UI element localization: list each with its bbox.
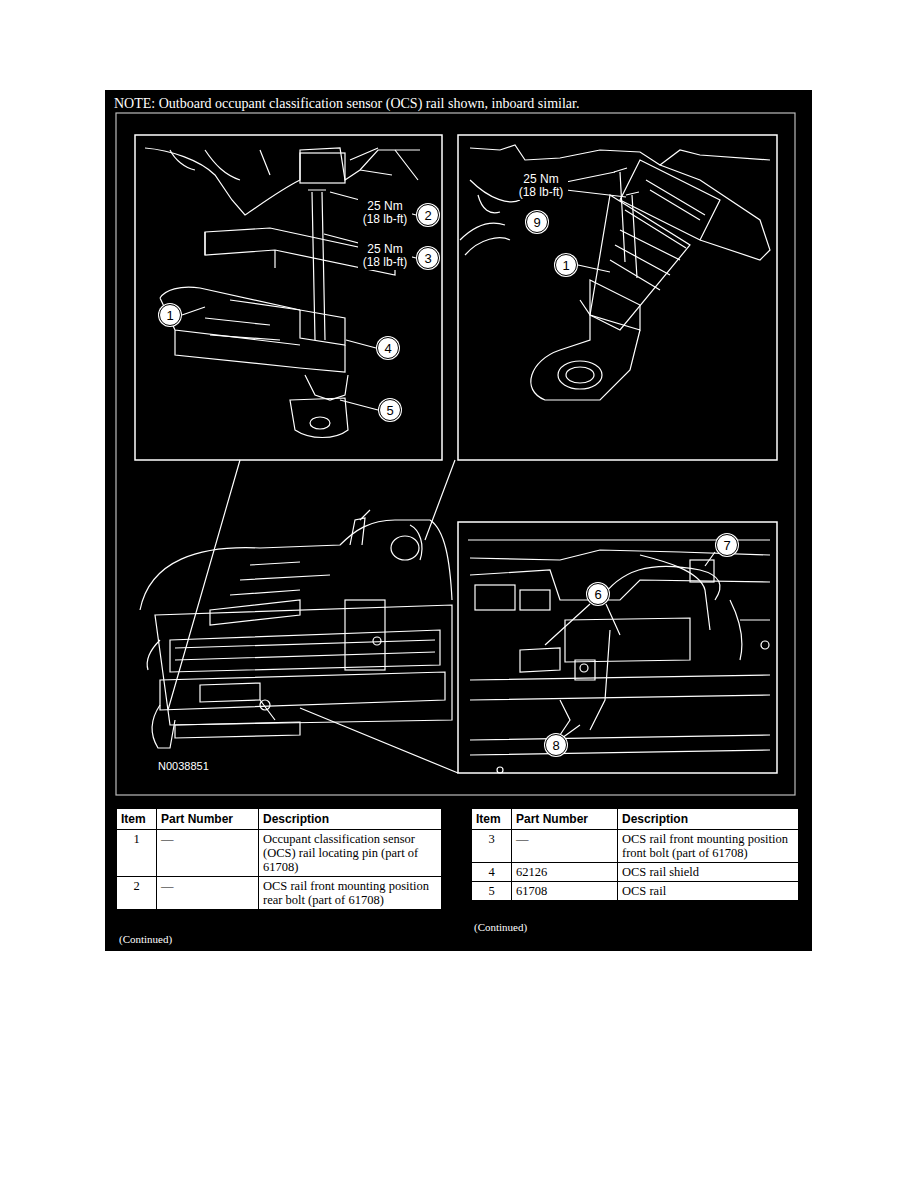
cell-text: 62126: [516, 865, 547, 879]
callout-number: 2: [417, 204, 439, 226]
cell-text: 61708: [516, 884, 547, 898]
callout-number: 6: [587, 583, 609, 605]
callout-number: 4: [377, 337, 399, 359]
table-header: Item: [472, 809, 512, 830]
callout-number: 3: [417, 247, 439, 269]
table-cell: 4: [472, 863, 512, 882]
cell-text: 2: [133, 879, 139, 893]
torque-spec: 25 Nm (18 lb-ft): [358, 242, 412, 270]
note-text: NOTE: Outboard occupant classification s…: [114, 96, 579, 112]
callout-number: 7: [716, 534, 738, 556]
table-cell: OCS rail front mounting position front b…: [618, 830, 799, 863]
cell-text: OCS rail: [622, 884, 666, 898]
header-text: Item: [476, 812, 501, 826]
table-cell: —: [512, 830, 618, 863]
table-cell: OCS rail: [618, 882, 799, 901]
header-text: Part Number: [516, 812, 588, 826]
callout-number: 1: [555, 254, 577, 276]
figure-code: N0038851: [158, 760, 209, 772]
table-cell: 62126: [512, 863, 618, 882]
table-cell: 61708: [512, 882, 618, 901]
table-header: Description: [259, 809, 442, 830]
cell-text: 1: [133, 832, 139, 846]
cell-text: Occupant classification sensor (OCS) rai…: [263, 832, 418, 874]
table-header: Part Number: [157, 809, 259, 830]
callout-number: 1: [159, 304, 181, 326]
table-header: Item: [117, 809, 157, 830]
continued-note: (Continued): [119, 933, 172, 945]
torque-spec: 25 Nm (18 lb-ft): [514, 172, 568, 200]
cell-text: —: [161, 832, 174, 846]
table-cell: Occupant classification sensor (OCS) rai…: [259, 830, 442, 877]
cell-text: OCS rail shield: [622, 865, 699, 879]
cell-text: 5: [488, 884, 494, 898]
table-header: Part Number: [512, 809, 618, 830]
header-text: Part Number: [161, 812, 233, 826]
cell-text: OCS rail front mounting position rear bo…: [263, 879, 429, 907]
callout-number: 5: [379, 399, 401, 421]
cell-text: —: [161, 879, 174, 893]
table-cell: OCS rail front mounting position rear bo…: [259, 877, 442, 910]
header-text: Description: [263, 812, 329, 826]
table-cell: OCS rail shield: [618, 863, 799, 882]
continued-note: (Continued): [474, 921, 527, 933]
callout-number: 9: [526, 211, 548, 233]
cell-text: OCS rail front mounting position front b…: [622, 832, 788, 860]
cell-text: —: [516, 832, 529, 846]
cell-text: 3: [488, 832, 494, 846]
table-cell: —: [157, 830, 259, 877]
table-cell: 2: [117, 877, 157, 910]
cell-text: 4: [488, 865, 494, 879]
table-cell: 5: [472, 882, 512, 901]
table-cell: 1: [117, 830, 157, 877]
table-cell: —: [157, 877, 259, 910]
table-header: Description: [618, 809, 799, 830]
callout-number: 8: [545, 734, 567, 756]
torque-spec: 25 Nm (18 lb-ft): [358, 199, 412, 227]
table-cell: 3: [472, 830, 512, 863]
header-text: Description: [622, 812, 688, 826]
parts-table: Item Part Number Description 3 — OCS rail fro…: [471, 808, 799, 901]
header-text: Item: [121, 812, 146, 826]
parts-table: Item Part Number Description 1 — Occupant cla…: [116, 808, 442, 910]
